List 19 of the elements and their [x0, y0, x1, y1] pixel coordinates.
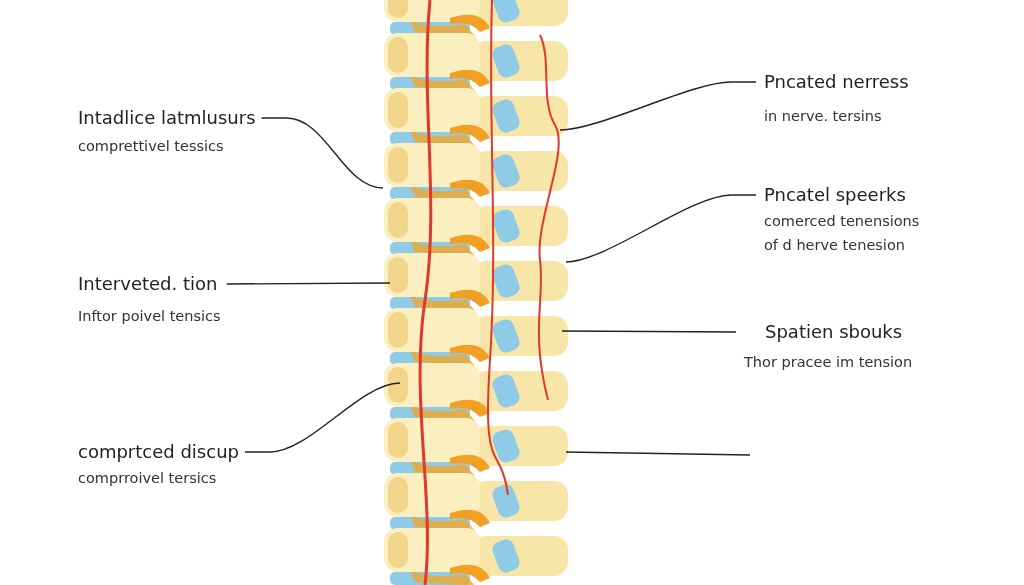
- callout-description: comprettivel tessics: [78, 137, 224, 156]
- leader-line: [565, 194, 757, 263]
- leader-line: [559, 81, 757, 131]
- leader-line: [561, 330, 737, 333]
- leader-line: [225, 282, 391, 285]
- callout-description: Inftor poivel tensics: [78, 307, 221, 326]
- callout-description: comprroivel tersics: [78, 469, 217, 488]
- callout-heading: Pncatel speerks: [764, 183, 906, 207]
- leader-line: [565, 451, 751, 456]
- leader-line: [260, 117, 384, 189]
- callout-heading: Spatien sbouks: [765, 320, 903, 344]
- callout-description: Thor pracee im tension: [744, 353, 913, 372]
- callout-heading: Intadlice latmlusurs: [78, 106, 256, 130]
- callout-heading: Pncated nerress: [764, 70, 909, 94]
- callout-description: in nerve. tersins: [764, 107, 882, 126]
- callout-heading: comprtced discup: [78, 440, 239, 464]
- callout-description: comerced tenensions of d herve tenesion: [764, 212, 921, 255]
- callout-heading: Interveted. tion: [78, 272, 218, 296]
- leader-line: [244, 382, 401, 453]
